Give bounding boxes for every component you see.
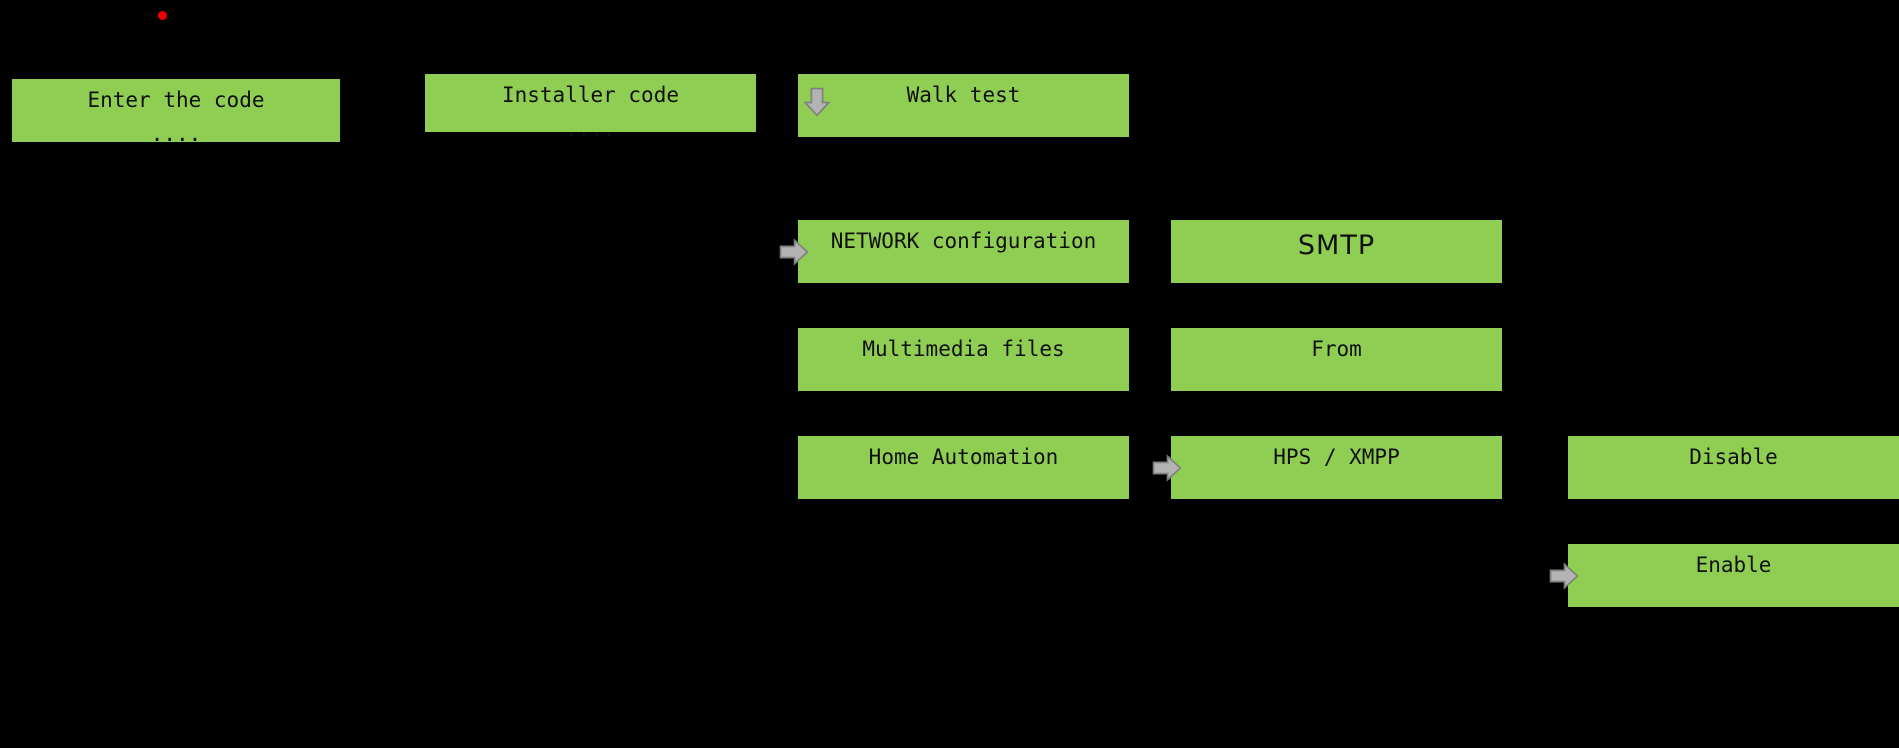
arrow-right-icon-enable-right-arrow <box>1545 562 1583 590</box>
node-top-spacer <box>425 74 756 82</box>
menu-node-label: Multimedia files <box>862 337 1065 361</box>
arrow-right-icon-network-configuration-right-arrow <box>775 238 813 266</box>
node-top-spacer <box>12 79 340 87</box>
menu-node-hps-xmpp[interactable]: HPS / XMPP <box>1171 436 1502 499</box>
menu-node-label: HPS / XMPP <box>1273 445 1400 469</box>
red-dot-cursor <box>158 11 167 20</box>
menu-node-label: Home Automation <box>868 445 1059 469</box>
menu-node-enter-the-code[interactable]: Enter the code.... <box>12 79 340 146</box>
menu-node-enable[interactable]: Enable <box>1568 544 1899 607</box>
menu-node-from[interactable]: From <box>1171 328 1502 391</box>
menu-node-label: From <box>1311 337 1362 361</box>
menu-node-label: NETWORK configuration <box>830 229 1097 253</box>
arrow-down-icon-walk-test-down-arrow <box>803 82 831 122</box>
menu-node-smtp[interactable]: SMTP <box>1171 220 1502 283</box>
node-top-spacer <box>1171 436 1502 444</box>
menu-node-code-dots: .... <box>150 121 202 146</box>
menu-node-label: Enable <box>1695 553 1772 577</box>
menu-node-label: Enter the code <box>87 88 265 112</box>
menu-node-code-dots: .... <box>565 116 616 141</box>
menu-node-home-automation[interactable]: Home Automation <box>798 436 1129 499</box>
menu-node-label: Walk test <box>906 83 1021 107</box>
menu-node-network-configuration[interactable]: NETWORK configuration <box>798 220 1129 283</box>
menu-node-label: Installer code <box>501 83 679 107</box>
node-top-spacer <box>798 220 1129 228</box>
menu-node-installer-code[interactable]: Installer code.... <box>425 74 756 141</box>
menu-node-label: Disable <box>1689 445 1778 469</box>
node-top-spacer <box>1171 220 1502 228</box>
arrow-right-icon-hps-xmpp-right-arrow <box>1148 454 1186 482</box>
node-top-spacer <box>798 436 1129 444</box>
menu-node-label: SMTP <box>1297 230 1376 261</box>
node-top-spacer <box>1568 544 1899 552</box>
menu-node-walk-test[interactable]: Walk test <box>798 74 1129 137</box>
menu-node-disable[interactable]: Disable <box>1568 436 1899 499</box>
node-top-spacer <box>798 328 1129 336</box>
node-top-spacer <box>798 74 1129 82</box>
node-top-spacer <box>1568 436 1899 444</box>
node-top-spacer <box>1171 328 1502 336</box>
menu-node-multimedia-files[interactable]: Multimedia files <box>798 328 1129 391</box>
